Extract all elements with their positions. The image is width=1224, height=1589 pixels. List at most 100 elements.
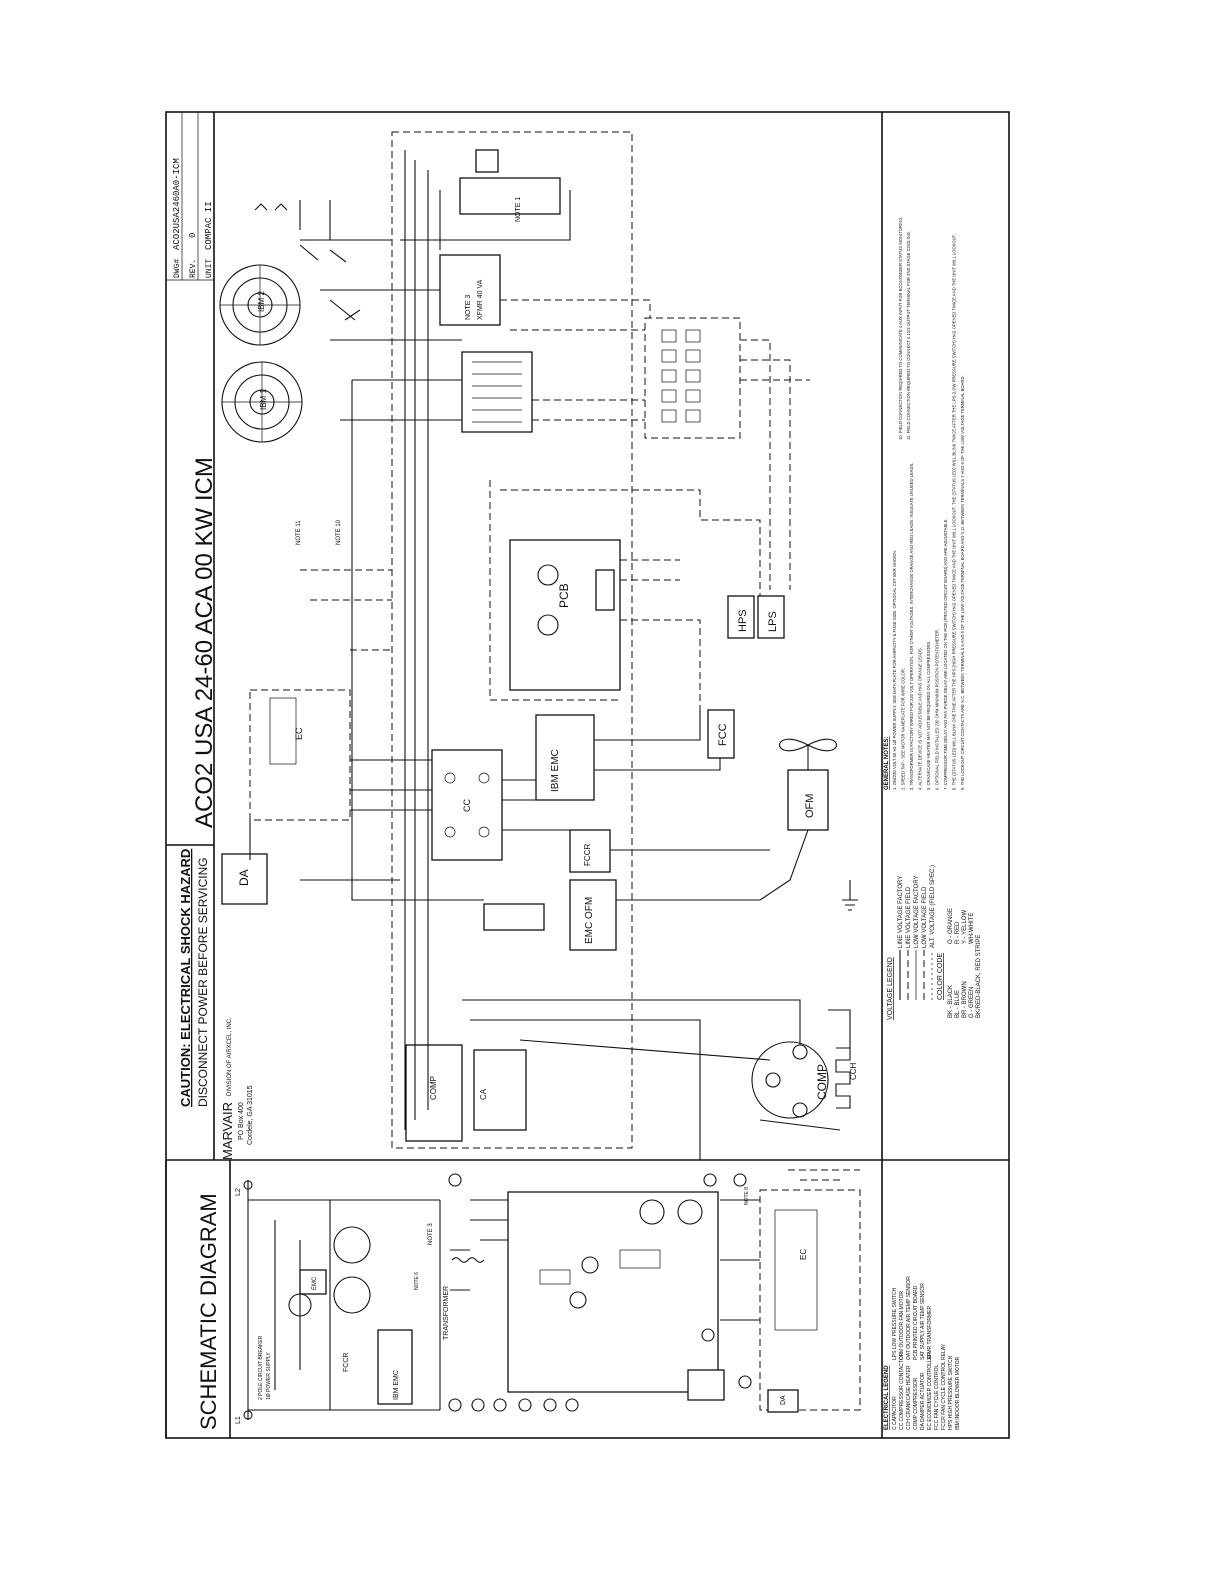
electrical-legend-item: CCH CRANKCASE HEATER (906, 1365, 912, 1430)
schematic-ec-area (759, 1189, 861, 1411)
company-name: MARVAIR (220, 1102, 235, 1160)
note11-label: NOTE 11 (296, 520, 302, 545)
transformer-note: NOTE 3 (465, 295, 472, 320)
voltage-legend-title: VOLTAGE LEGEND (887, 957, 894, 1020)
color-code-item: G - GREEN (969, 987, 975, 1018)
economizer-controller (249, 689, 351, 821)
emc-ofm-module (569, 879, 617, 951)
color-code-title: COLOR CODE (937, 953, 944, 1000)
note10-label: NOTE 10 (336, 519, 342, 545)
transformer (439, 254, 501, 326)
ca-block (473, 1049, 527, 1131)
electrical-legend-item: DA DAMPER ACTUATOR (920, 1372, 926, 1430)
emc-ofm-label: EMC OFM (584, 897, 595, 944)
lps-switch (757, 595, 785, 639)
electrical-legend-item: COMP COMPRESSOR (913, 1377, 919, 1430)
unit-name: COMPAC II (204, 201, 214, 250)
circuit-breaker (459, 177, 561, 215)
general-notes-title: GENERAL NOTES: (884, 736, 890, 790)
compressor-contactor (431, 749, 503, 861)
compressor-circle (751, 1041, 829, 1119)
general-note: 8. THE (STATUS LED) WILL BLINK ONE TIME … (952, 234, 957, 790)
electrical-legend-item: EC ECONOMIZER CONTROLLER (927, 1352, 933, 1430)
ofm-label: OFM (804, 794, 816, 818)
general-note: 6. OPTIONAL FIELD INSTALLED 230 OHM MINI… (935, 629, 940, 790)
ibm-emc-module (535, 714, 595, 801)
electrical-legend-item: XFMR TRANSFORMER (927, 1306, 933, 1360)
terminal-block (461, 351, 533, 433)
ibm1-label: IBM 1 (259, 389, 268, 410)
pcb-relay (595, 569, 615, 611)
ibm-emc-label: IBM EMC (550, 749, 561, 792)
fcc-control (707, 709, 735, 759)
electrical-legend-item: OAT OUTDOOR AIR TEMP SENSOR (906, 1276, 912, 1360)
electrical-legend-item: IBM INDOOR BLOWER MOTOR (955, 1356, 961, 1430)
schematic-fccr-label: FCCR (343, 1353, 350, 1372)
ca-label: CA (479, 1088, 488, 1100)
pcb-label: PCB (557, 583, 571, 608)
electrical-legend-item: FCCR FAN CYCLE CONTROL RELAY (941, 1343, 947, 1430)
breaker-label: 2 POLE CIRCUIT BREAKER (258, 1335, 264, 1400)
unit-label: UNIT (205, 259, 214, 278)
general-note: 3. TRANSFORMER IS FACTORY WIRED FOR 230 … (909, 462, 914, 790)
fccr-relay (569, 829, 611, 873)
company-division: DIVISION OF AIRXCEL, INC. (227, 1017, 233, 1096)
transformer-rating: XFMR 40 VA (477, 279, 484, 320)
comp-capacitor-label: COMP (429, 1076, 438, 1100)
schematic-da-label: DA (780, 1395, 787, 1405)
caution-line2: DISCONNECT POWER BEFORE SERVICING (196, 857, 210, 1107)
electrical-legend-item: LPS LOW PRESSURE SWITCH (892, 1287, 898, 1360)
low-voltage-terminal-board (644, 317, 741, 439)
color-code-item: R - RED (955, 921, 961, 944)
schematic-terminal-block (687, 1369, 725, 1401)
fan-blade-icon (778, 738, 838, 770)
schematic-emc (299, 1269, 327, 1295)
outer-border (165, 111, 1010, 1439)
l1-label: L1 (235, 1416, 242, 1424)
comp-label: COMP (815, 1064, 829, 1100)
color-code-item: O - ORANGE (948, 908, 954, 944)
ground-icon (842, 880, 858, 911)
schematic-note8-label: NOTE 8 (744, 1187, 750, 1205)
damper-actuator-label: DA (237, 869, 251, 886)
rev-label: REV. (189, 259, 198, 278)
electrical-legend-title: ELECTRICAL LEGEND (884, 1365, 890, 1430)
caution-line1: CAUTION: ELECTRICAL SHOCK HAZARD (178, 849, 193, 1107)
color-code-item: BK - BLACK (948, 985, 954, 1018)
voltage-legend-item: LOW VOLTAGE FIELD (922, 886, 928, 948)
color-code-item: BK/RED-BLACK, RED STRIPE (976, 935, 982, 1018)
ibm2-motor (219, 264, 301, 346)
company-address1: PO Box 400 (238, 1102, 245, 1140)
breaker-note: NOTE 1 (515, 197, 522, 222)
schematic-da (767, 1389, 799, 1413)
wiring-runs (249, 150, 851, 1160)
cc-label: CC (462, 799, 472, 812)
hps-switch (727, 595, 755, 639)
schematic-title: SCHEMATIC DIAGRAM (196, 1193, 221, 1430)
electrical-legend-item: HPS HIGH PRESSURE SWITCH (948, 1355, 954, 1430)
dwg-number: ACO2USA2460A0-ICM (172, 158, 182, 250)
schematic-emc-label: EMC (312, 1276, 318, 1290)
lps-label: LPS (767, 611, 779, 632)
voltage-legend-item: LINE VOLTAGE FACTORY (898, 876, 904, 948)
general-note: 4. ALTERNATE DEVICE IS NOT ADJUSTABLE AN… (918, 647, 923, 790)
damper-actuator-box (221, 853, 268, 905)
general-notes-list: 1. 208/230 VOLT 60 Hz 1Ø POWER SUPPLY. S… (892, 216, 965, 790)
schematic-note3-label: NOTE 3 (428, 1223, 434, 1245)
electrical-legend-item: PCB PRINTED CIRCUIT BOARD (913, 1285, 919, 1360)
schematic-ibm-emc (377, 1329, 413, 1405)
dwg-label: DWG# (173, 259, 182, 278)
pcb-potentiometer-1 (537, 564, 559, 586)
general-note: 7. COMPRESSOR TIME DELAY AND FAN PURGE D… (943, 518, 948, 790)
schematic-ec-label: EC (799, 1249, 808, 1260)
electrical-legend-item: SAT SUPPLY AIR TEMP SENSOR (920, 1283, 926, 1360)
general-note: 5. CRANKCASE HEATER MAY NOT BE REQUIRED … (926, 641, 931, 790)
cch-label: CCH (849, 1062, 858, 1080)
rev-number: 0 (188, 233, 198, 238)
general-note: 2. SPEED TAP - SEE MOTOR NAMEPLATE FOR W… (901, 668, 906, 790)
voltage-legend-item: LOW VOLTAGE FACTORY (914, 875, 920, 948)
